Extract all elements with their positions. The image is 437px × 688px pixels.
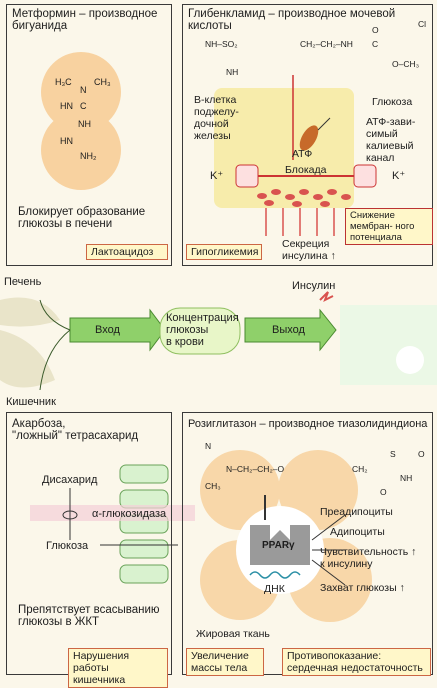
brush-border (30, 505, 195, 521)
intestine-shape (0, 330, 55, 388)
gliben-cl: Cl (418, 19, 427, 29)
dna-label: ДНК (264, 583, 285, 595)
fat-cell-1 (200, 450, 280, 530)
metformin-panel (6, 4, 172, 266)
insulin-bolt-icon (319, 291, 334, 303)
disaccharide-label: Дисахарид (42, 474, 98, 486)
preadipocytes-label: Преадипоциты (320, 506, 393, 518)
channel-label: АТФ-зави- симый калиевый канал (366, 116, 416, 164)
metformin-nh2: NH₂ (80, 151, 97, 161)
gliben-so2: NH–SO₂ (205, 39, 238, 49)
sensitivity-label: Чувствительность ↑ к инсулину (320, 546, 417, 570)
k-right: K⁺ (392, 170, 406, 182)
secretion-label: Секреция инсулина ↑ (282, 238, 336, 262)
adipocytes-label: Адипоциты (330, 526, 385, 538)
metformin-side-effect: Лактоацидоз (86, 244, 168, 260)
k-left: K⁺ (210, 170, 224, 182)
metformin-nh: NH (78, 119, 91, 129)
output-label: Выход (272, 324, 305, 336)
secretion-arrows (265, 208, 335, 236)
atf-label: АТФ (292, 148, 313, 160)
rosi-nh: NH (400, 473, 413, 483)
beta-cell-label: В-клетка поджелу- дочной железы (194, 94, 239, 142)
glibenclamide-side-effect: Гипогликемия (186, 244, 262, 260)
insulin-label: Инсулин (292, 280, 336, 292)
rosi-o1: O (418, 449, 425, 459)
fat-tissue-label: Жировая ткань (196, 628, 270, 640)
input-label: Вход (95, 324, 120, 336)
metformin-hn1: HN (60, 101, 73, 111)
liver-shape (0, 297, 60, 327)
rosi-ch3: CH₃ (205, 481, 221, 491)
rosi-s: S (390, 449, 396, 459)
gliben-c: C (372, 39, 379, 49)
ppar-label: PPARγ (262, 540, 295, 551)
mitochondrion (299, 125, 319, 151)
glibenclamide-title: Глибенкламид – производное мочевой кисло… (188, 8, 396, 32)
enzyme-label: α-глюкозидаза (92, 508, 167, 520)
contraindication-tag: Противопоказание: сердечная недостаточно… (282, 648, 431, 676)
metformin-hn2: HN (60, 136, 73, 146)
acarbose-glucose-label: Глюкоза (46, 540, 89, 552)
metformin-effect: Блокирует образование глюкозы в печени (18, 206, 146, 230)
gliben-ch2: CH₂–CH₂–NH (300, 39, 353, 49)
ppar-receptor (250, 525, 310, 565)
glucose-arrow (317, 117, 331, 131)
metformin-title: Метформин – производное бигуанида (12, 8, 158, 32)
glibenclamide-panel (182, 4, 433, 266)
rosi-o2: O (380, 487, 387, 497)
rosiglitazone-title: Розиглитазон – производное тиазолидиндио… (188, 418, 428, 430)
effect-arrows (311, 514, 346, 586)
target-tissue (340, 305, 437, 385)
enzyme-ring (62, 510, 78, 520)
liver-line (39, 299, 71, 331)
blood-cylinder (159, 307, 241, 355)
block-label: Блокада (285, 164, 327, 176)
potential-label: Снижение мембран- ного потенциала (345, 208, 433, 245)
glucose-uptake-label: Захват глюкозы ↑ (320, 582, 405, 594)
intestine-label: Кишечник (6, 396, 56, 408)
gliben-o: O (372, 25, 379, 35)
weight-gain-tag: Увеличение массы тела (186, 648, 264, 676)
metformin-n: N (80, 85, 87, 95)
acarbose-panel (6, 412, 172, 675)
liver-label: Печень (4, 276, 42, 288)
metformin-c: C (80, 101, 87, 111)
metformin-ch3-right: CH₃ (94, 77, 111, 87)
tissue-cell (396, 346, 424, 374)
blood-glucose-label: Концентрация глюкозы в крови (166, 312, 239, 348)
insulin-granules (257, 189, 351, 207)
metformin-circle-top (41, 52, 121, 132)
input-arrow (69, 308, 166, 352)
gliben-och3: O–CH₃ (392, 59, 420, 69)
gliben-nh: NH (226, 67, 239, 77)
rosi-chain: N–CH₂–CH₂–O (226, 464, 285, 474)
metformin-circle-bottom (41, 110, 121, 190)
rosi-n: N (205, 441, 212, 451)
glucose-label: Глюкоза (372, 96, 413, 108)
intestine-line (39, 329, 71, 391)
acarbose-title: Акарбоза, "ложный" тетрасахарид (12, 418, 139, 442)
dna-helix (249, 571, 301, 579)
output-arrow (244, 308, 337, 352)
metformin-ch3-left: H₃C (55, 77, 72, 87)
acarbose-side-effect: Нарушения работы кишечника (68, 648, 168, 688)
rosi-ch2: CH₂ (352, 464, 368, 474)
acarbose-effect: Препятствует всасыванию глюкозы в ЖКТ (18, 604, 160, 628)
